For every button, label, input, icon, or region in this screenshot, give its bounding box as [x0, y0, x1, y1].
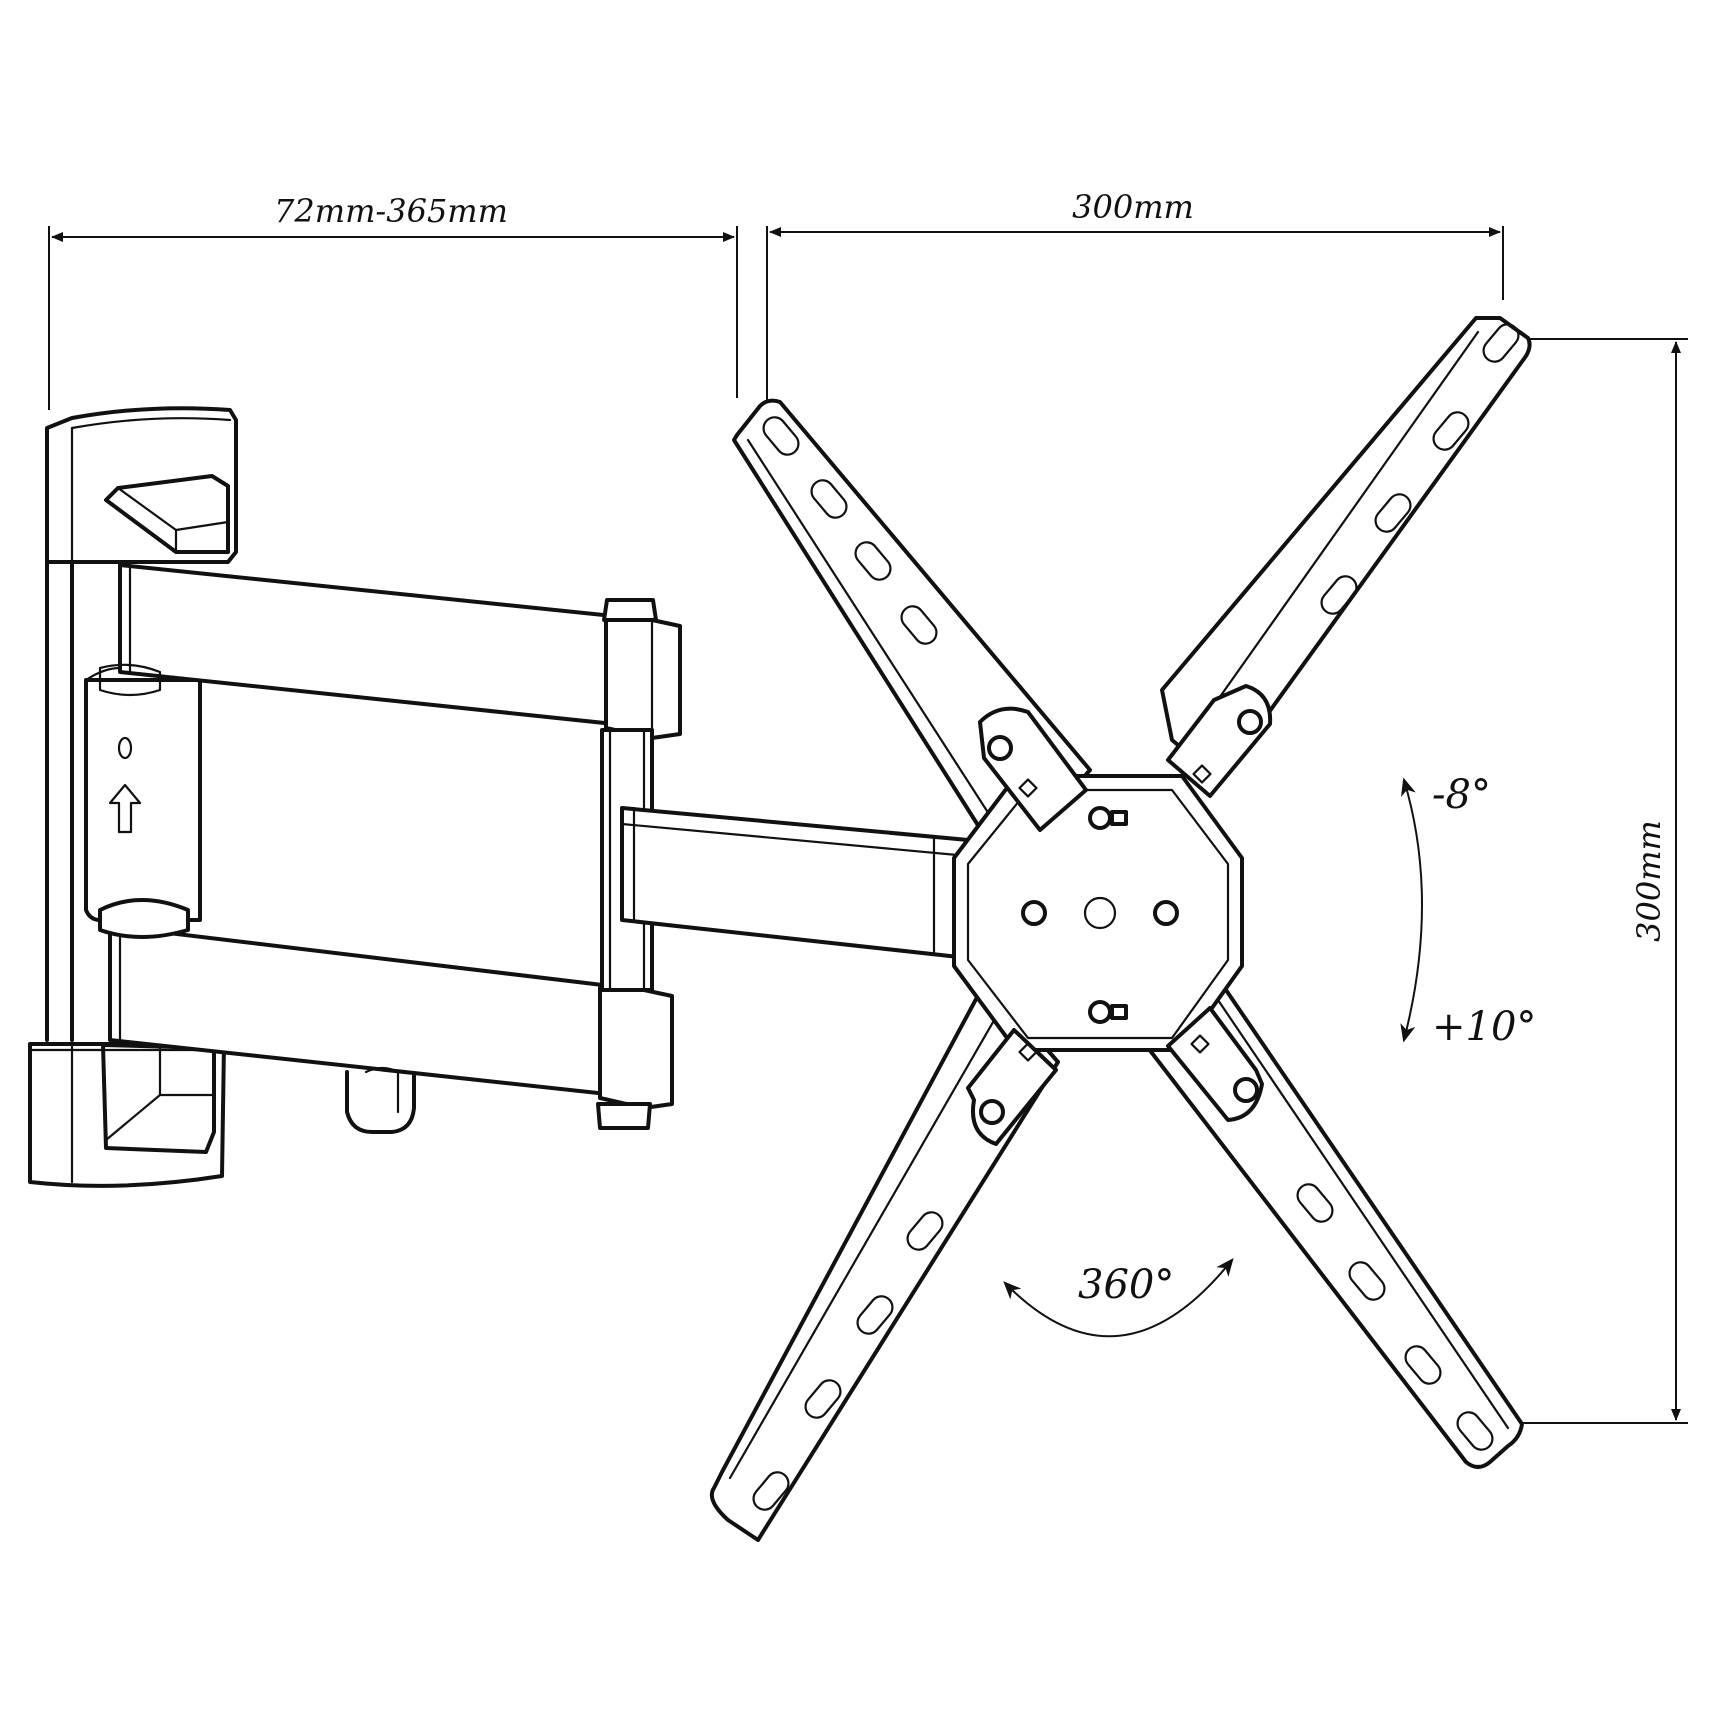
slot-holes-lower-right	[1296, 1183, 1494, 1451]
front-arm	[620, 806, 970, 960]
tilt-indicator: -8° +10°	[1400, 772, 1536, 1050]
rotation-label: 360°	[1078, 1262, 1174, 1308]
tilt-down-label: +10°	[1432, 1004, 1536, 1050]
lower-arm	[98, 898, 674, 1134]
keyhole-icon	[117, 736, 133, 760]
extension-label: 72mm-365mm	[274, 192, 508, 230]
mount-bolt	[1088, 806, 1128, 830]
mount-bolt	[1088, 1000, 1128, 1024]
upper-arm	[98, 563, 682, 740]
mount-bolt	[1021, 900, 1047, 926]
mount-bolt	[1153, 900, 1179, 926]
vesa-width-label: 300mm	[1072, 188, 1194, 226]
rotation-indicator: 360°	[1003, 1257, 1234, 1338]
center-hole	[1083, 896, 1117, 930]
dimension-extension: 72mm-365mm	[48, 192, 738, 410]
dimension-vesa-height: 300mm	[1517, 338, 1688, 1424]
slot-holes-upper-right	[1320, 323, 1520, 615]
wall-plate	[28, 406, 238, 1188]
vesa-height-label: 300mm	[1630, 820, 1668, 942]
dimension-vesa-width: 300mm	[766, 188, 1504, 440]
slot-holes-upper-left	[762, 416, 938, 645]
tilt-up-label: -8°	[1432, 772, 1491, 818]
slot-holes-lower-left	[752, 1211, 944, 1511]
up-arrow-icon	[108, 783, 142, 834]
vesa-cross	[709, 316, 1532, 1542]
